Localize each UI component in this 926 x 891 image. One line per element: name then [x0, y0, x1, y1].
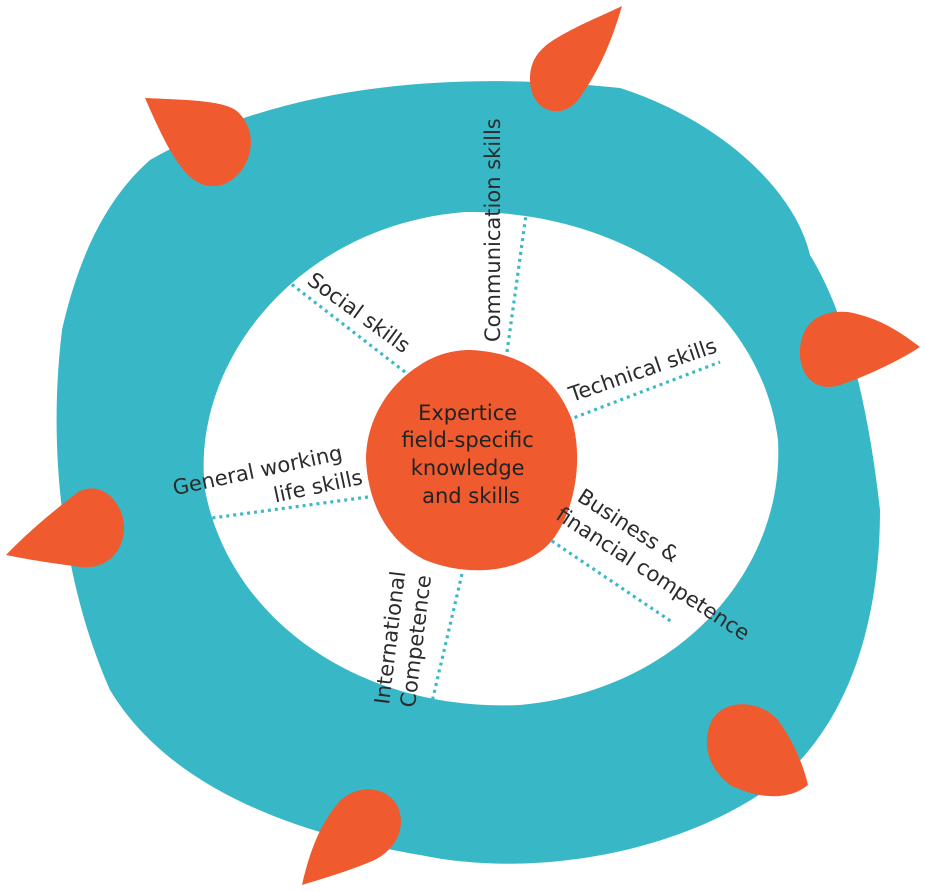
center-node: [366, 350, 578, 571]
center-line: field-specific: [402, 428, 534, 452]
center-label: Expertice field-specific knowledge and s…: [402, 401, 541, 508]
spoke-international: [430, 573, 464, 703]
spoke-lines: [211, 214, 721, 703]
spoke-general: [211, 495, 369, 520]
drop-top-center: [530, 6, 622, 112]
center-line: Expertice: [418, 401, 517, 425]
center-line: knowledge: [411, 456, 525, 480]
spoke-communication: [505, 214, 528, 353]
label-technical: Technical skills: [565, 334, 720, 407]
accent-drops: [6, 6, 920, 885]
center-line: and skills: [422, 484, 520, 508]
spoke-business: [545, 535, 673, 624]
label-international: International Competence: [370, 563, 437, 709]
label-communication: Communication skills: [481, 118, 505, 342]
drop-bottom-center: [302, 789, 401, 885]
drop-top-left: [145, 98, 251, 187]
label-social: Social skills: [303, 268, 415, 358]
label-business: Business & financial competence: [552, 480, 769, 646]
drop-bottom-right: [706, 704, 808, 797]
spoke-technical: [567, 360, 721, 422]
outer-ring: [56, 81, 881, 864]
spoke-social: [289, 281, 406, 374]
drop-right: [799, 311, 920, 387]
drop-left: [6, 488, 125, 568]
